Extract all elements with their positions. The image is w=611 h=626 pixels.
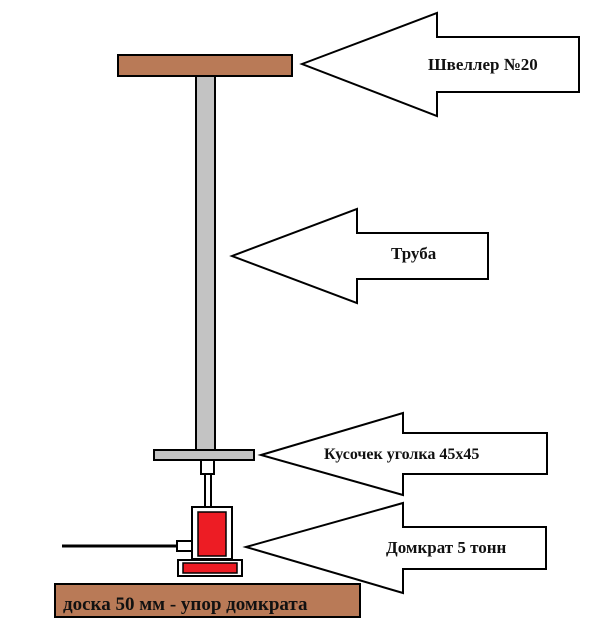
- pipe: [195, 75, 216, 451]
- board-label: доска 50 мм - упор домкрата: [63, 594, 308, 615]
- jack-piston: [204, 473, 212, 509]
- arrow-pipe: [229, 207, 489, 305]
- jack-handle-socket: [176, 540, 193, 552]
- arrow-angle: [257, 411, 548, 497]
- angle-piece: [153, 449, 255, 461]
- arrow-channel: [299, 11, 580, 118]
- channel-label: Швеллер №20: [428, 55, 538, 74]
- jack-label: Домкрат 5 тонн: [386, 538, 507, 557]
- board: [54, 583, 361, 618]
- connector: [200, 459, 215, 475]
- arrow-jack: [242, 501, 547, 595]
- channel-beam: [117, 54, 293, 77]
- jack-body: [197, 511, 227, 557]
- jack-base: [182, 562, 238, 574]
- angle-label: Кусочек уголка 45х45: [324, 446, 479, 463]
- pipe-label: Труба: [391, 244, 437, 263]
